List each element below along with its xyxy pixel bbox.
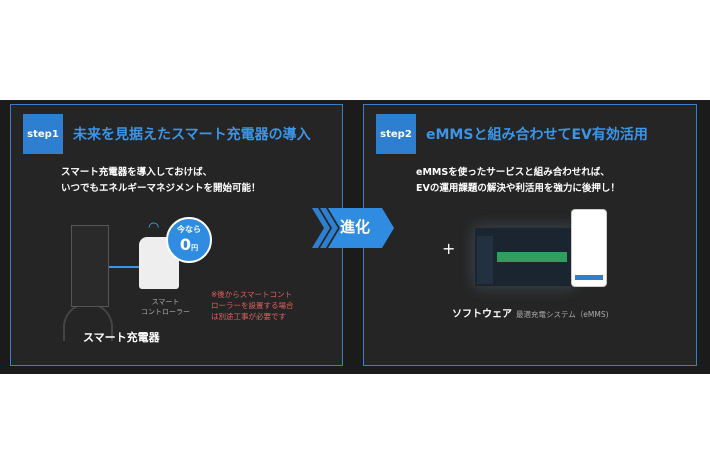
emms-dashboard-image — [474, 227, 576, 287]
plus-sign: + — [442, 239, 456, 258]
step1-title: 未来を見据えたスマート充電器の導入 — [73, 127, 311, 143]
step2-badge: step2 — [376, 114, 416, 154]
step1-panel: step1 未来を見据えたスマート充電器の導入 スマート充電器を導入しておけば、… — [10, 104, 343, 366]
step2-panel: step2 eMMSと組み合わせてEV有効活用 eMMSを使ったサービスと組み合… — [363, 104, 697, 366]
controller-label: スマート コントローラー — [141, 297, 190, 317]
wifi-icon: ◠ — [148, 220, 160, 235]
step2-lead: eMMSを使ったサービスと組み合わせれば、 EVの運用課題の解決や利活用を強力に… — [416, 165, 620, 197]
note-line: は別途工事が必要です — [211, 312, 286, 321]
note-line: ※後からスマートコント — [211, 290, 293, 299]
label-line: コントローラー — [141, 308, 190, 316]
charger-caption: スマート充電器 — [83, 331, 160, 344]
promo-value: 0 — [179, 235, 192, 254]
lead-line: eMMSを使ったサービスと組み合わせれば、 — [416, 167, 610, 178]
promo-top: 今なら — [177, 225, 201, 234]
software-sublabel: 最適充電システム（eMMS) — [516, 310, 609, 319]
lead-line: EVの運用課題の解決や利活用を強力に後押し！ — [416, 183, 620, 194]
lead-line: いつでもエネルギーマネジメントを開始可能！ — [61, 183, 261, 194]
free-promo-badge: 今なら 0円 — [166, 217, 212, 263]
software-caption: ソフトウェア最適充電システム（eMMS) — [452, 305, 609, 320]
label-line: スマート — [151, 298, 180, 306]
evolution-arrow-icon — [312, 208, 394, 248]
evolution-label: 進化 — [340, 218, 371, 236]
software-label: ソフトウェア — [452, 309, 512, 320]
step1-badge: step1 — [23, 114, 63, 154]
installation-note: ※後からスマートコント ローラーを設置する場合 は別途工事が必要です — [211, 289, 294, 322]
connection-line — [109, 266, 145, 268]
promo-unit: 円 — [191, 244, 199, 252]
step1-lead: スマート充電器を導入しておけば、 いつでもエネルギーマネジメントを開始可能！ — [61, 165, 261, 197]
lead-line: スマート充電器を導入しておけば、 — [61, 167, 213, 178]
note-line: ローラーを設置する場合 — [211, 301, 294, 310]
step2-title: eMMSと組み合わせてEV有効活用 — [426, 127, 648, 143]
emms-phone-image — [571, 209, 607, 287]
smart-charger-image — [71, 225, 109, 307]
